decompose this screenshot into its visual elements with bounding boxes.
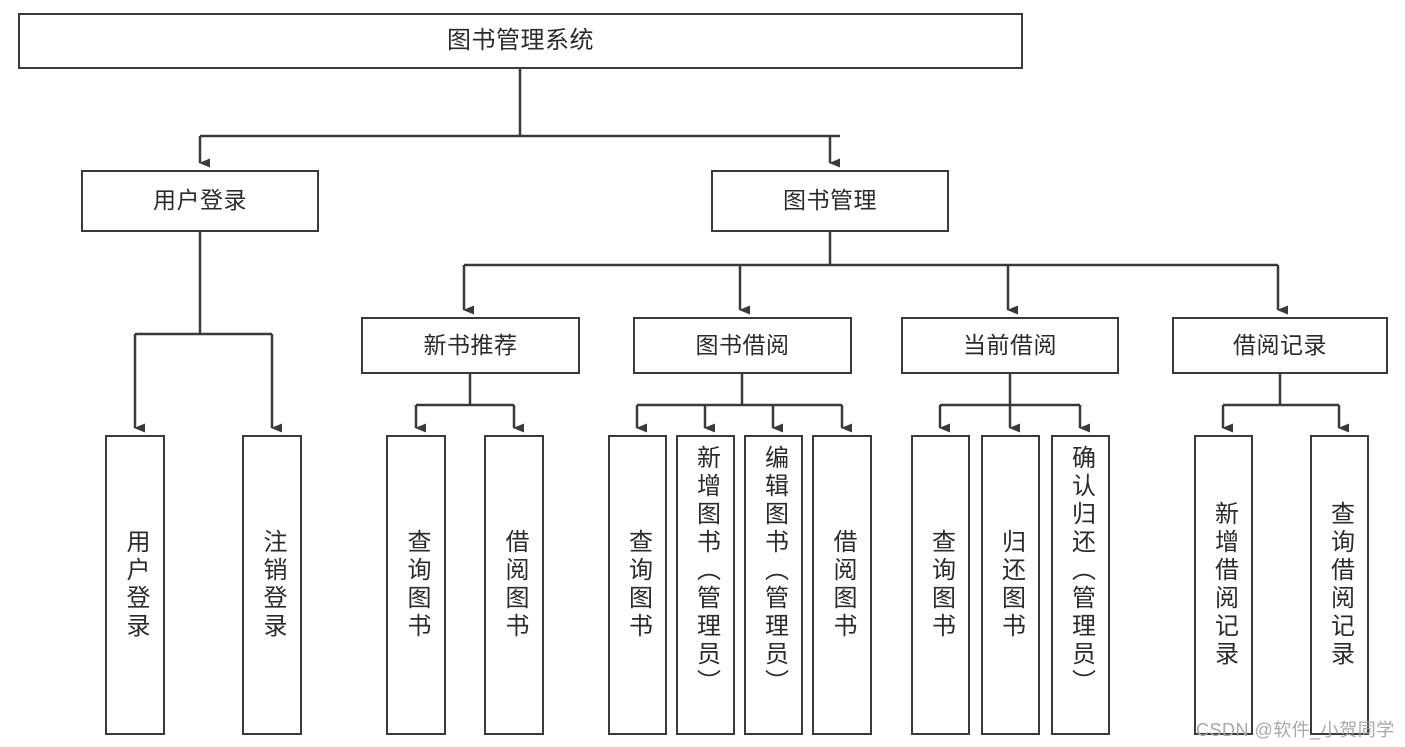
node-leaf-borrow-book-2[interactable]: 借阅图书	[812, 435, 872, 735]
node-leaf-borrow-book-1[interactable]: 借阅图书	[484, 435, 544, 735]
node-leaf-edit-book-label: 编辑图书（管理员）	[760, 445, 788, 697]
node-leaf-confirm-return[interactable]: 确认归还（管理员）	[1051, 435, 1110, 735]
node-leaf-query-book-3-label: 查询图书	[927, 529, 955, 641]
node-root-label: 图书管理系统	[447, 26, 594, 54]
node-leaf-edit-book[interactable]: 编辑图书（管理员）	[744, 435, 803, 735]
csdn-watermark: CSDN @软件_小贺同学	[1196, 720, 1395, 740]
node-leaf-query-book-1-label: 查询图书	[403, 529, 430, 641]
node-leaf-query-book-3[interactable]: 查询图书	[911, 435, 970, 735]
node-leaf-confirm-return-label: 确认归还（管理员）	[1067, 445, 1095, 697]
node-leaf-add-book[interactable]: 新增图书（管理员）	[676, 435, 735, 735]
node-book-manage-label: 图书管理	[783, 187, 877, 214]
node-book-borrow-label: 图书借阅	[695, 331, 790, 358]
node-leaf-borrow-book-1-label: 借阅图书	[501, 529, 528, 641]
node-leaf-query-record-label: 查询借阅记录	[1326, 501, 1354, 669]
node-leaf-borrow-book-2-label: 借阅图书	[829, 529, 856, 641]
node-leaf-query-book-2-label: 查询图书	[624, 529, 652, 641]
node-current-borrow-label: 当前借阅	[963, 331, 1057, 358]
node-new-book-recommend[interactable]: 新书推荐	[361, 317, 580, 374]
node-leaf-logout[interactable]: 注销登录	[242, 435, 302, 735]
node-borrow-record-label: 借阅记录	[1233, 331, 1327, 358]
node-leaf-query-book-2[interactable]: 查询图书	[608, 435, 667, 735]
node-borrow-record[interactable]: 借阅记录	[1172, 317, 1388, 374]
node-new-book-recommend-label: 新书推荐	[423, 331, 518, 358]
node-current-borrow[interactable]: 当前借阅	[901, 317, 1119, 374]
node-root[interactable]: 图书管理系统	[18, 13, 1023, 69]
node-leaf-add-record-label: 新增借阅记录	[1210, 501, 1238, 669]
node-leaf-query-record[interactable]: 查询借阅记录	[1310, 435, 1369, 735]
node-user-login[interactable]: 用户登录	[81, 170, 319, 232]
node-user-login-label: 用户登录	[153, 187, 247, 214]
node-leaf-query-book-1[interactable]: 查询图书	[386, 435, 446, 735]
node-leaf-add-record[interactable]: 新增借阅记录	[1194, 435, 1253, 735]
node-leaf-add-book-label: 新增图书（管理员）	[692, 445, 720, 697]
node-leaf-logout-label: 注销登录	[259, 529, 286, 641]
node-book-borrow[interactable]: 图书借阅	[633, 317, 852, 374]
node-leaf-return-book-label: 归还图书	[997, 529, 1025, 641]
node-leaf-return-book[interactable]: 归还图书	[981, 435, 1040, 735]
node-leaf-user-login[interactable]: 用户登录	[105, 435, 165, 735]
node-book-manage[interactable]: 图书管理	[711, 170, 949, 232]
node-leaf-user-login-label: 用户登录	[122, 529, 149, 641]
